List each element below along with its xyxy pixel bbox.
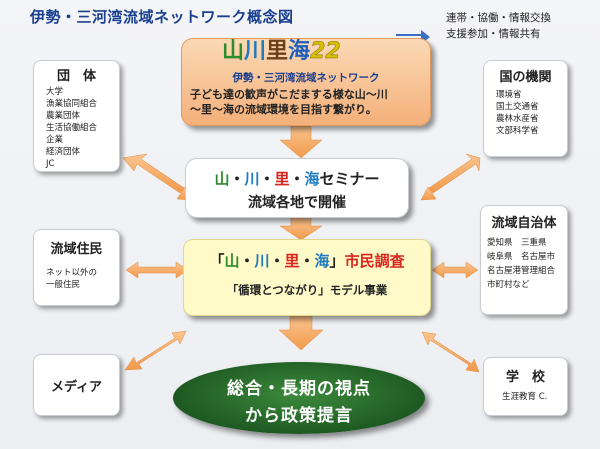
residents-title: 流域住民	[50, 242, 103, 257]
seminar-subtitle: 流域各地で開催	[248, 195, 346, 211]
school-title: 学 校	[505, 370, 545, 385]
outcome-line-2: から政策提言	[245, 406, 353, 426]
school-list: 生涯教育 C.	[502, 392, 548, 402]
media-title: メディア	[50, 380, 103, 395]
arrow-media	[124, 330, 187, 371]
government-list: 環境省 国土交通省 農林水産省 文部科学省	[496, 90, 539, 136]
seminar-box: 山・川・里・海セミナー 流域各地で開催	[185, 158, 409, 218]
school-box: 学 校 生涯教育 C.	[483, 357, 568, 416]
seminar-title: 山・川・里・海セミナー	[214, 170, 380, 188]
arrow-govt	[428, 153, 481, 194]
government-title: 国の機関	[499, 70, 552, 85]
survey-title: 「山・川・里・海」市民調査	[209, 252, 405, 270]
local-government-title: 流域自治体	[491, 216, 557, 231]
page-title: 伊勢・三河湾流域ネットワーク概念図	[30, 8, 294, 26]
note-line-1: 連帯・協働・情報交換	[446, 12, 551, 24]
local-government-list: 愛知県 三重県 岐阜県 名古屋市 名古屋港管理組合 市町村など	[487, 238, 556, 290]
arrow-residents	[125, 261, 189, 279]
residents-box: 流域住民 ネット以外の 一般住民	[33, 229, 120, 306]
government-box: 国の機関 環境省 国土交通省 農林水産省 文部科学省	[483, 60, 568, 157]
note-line-2: 支援参加・情報共有	[446, 28, 541, 40]
network-subtitle: 伊勢・三河湾流域ネットワーク	[232, 72, 380, 84]
arrow-school	[421, 331, 480, 373]
network-note: 連帯・協働・情報交換 支援参加・情報共有	[446, 10, 551, 42]
down-arrow-2	[279, 217, 323, 241]
arrow-govt-head	[420, 186, 437, 201]
network-main-box: 山川里海22 伊勢・三河湾流域ネットワーク 子ども達の歓声がこだまする様な山〜川…	[181, 38, 431, 126]
local-government-box: 流域自治体 愛知県 三重県 岐阜県 名古屋市 名古屋港管理組合 市町村など	[480, 205, 568, 315]
groups-list: 大学 漁業協同組合 農業団体 生活協働組合 企業 経済団体 JC	[46, 87, 98, 169]
network-description: 子ども達の歓声がこだまする様な山〜川 〜里〜海の流域環境を目指す繋がり。	[190, 88, 388, 116]
arrow-groups	[122, 153, 185, 194]
survey-subtitle: 「循環とつながり」モデル事業	[226, 283, 388, 297]
policy-proposal-oval: 総合・長期の視点 から政策提言	[173, 362, 425, 434]
groups-title: 団 体	[56, 69, 96, 84]
residents-list: ネット以外の 一般住民	[46, 268, 98, 290]
yamakawa-satoumi-logo: 山川里海22	[222, 39, 341, 65]
down-arrow-3	[278, 315, 324, 351]
down-arrow-1	[279, 125, 323, 159]
citizen-survey-box: 「山・川・里・海」市民調査 「循環とつながり」モデル事業	[183, 239, 431, 316]
outcome-line-1: 総合・長期の視点	[227, 379, 371, 399]
media-box: メディア	[33, 354, 120, 416]
arrow-localgov	[431, 261, 479, 279]
groups-box: 団 体 大学 漁業協同組合 農業団体 生活協働組合 企業 経済団体 JC	[33, 60, 120, 172]
